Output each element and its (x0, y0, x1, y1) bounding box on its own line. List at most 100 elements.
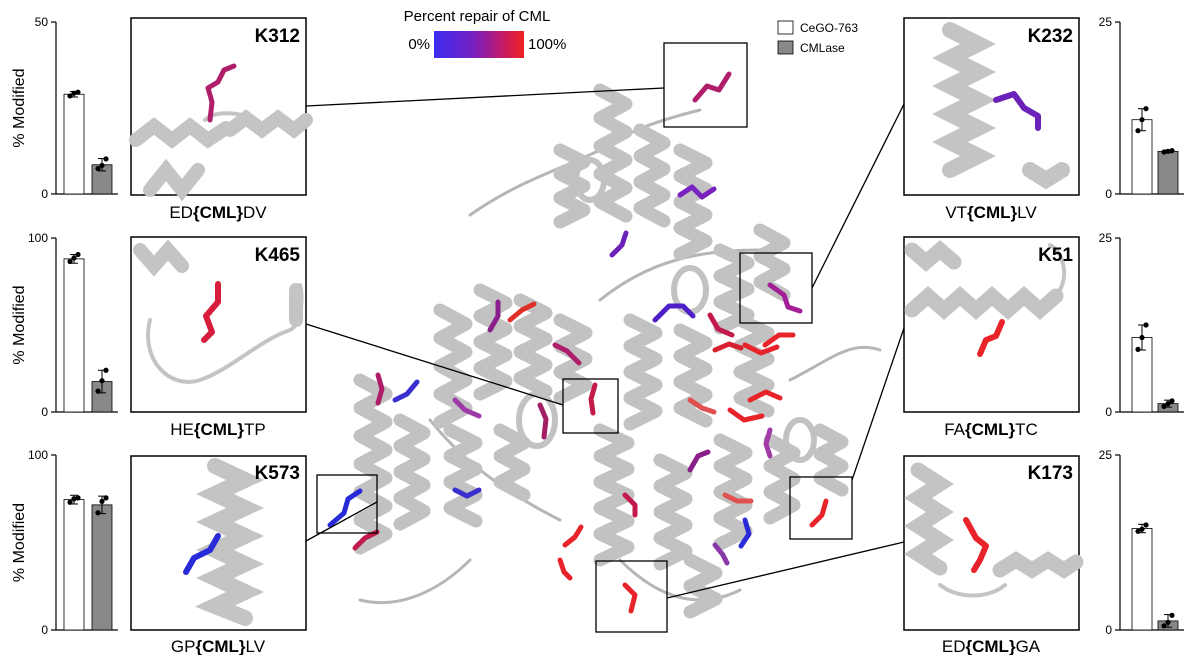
bar-cego-763 (63, 258, 85, 413)
data-point (95, 388, 101, 394)
peptide-sequence: FA{CML}TC (944, 420, 1038, 439)
lysine-sidechain (622, 492, 638, 518)
lysine-sidechain (392, 379, 420, 403)
lysine-sidechain (327, 488, 363, 528)
connector-line-k312 (305, 87, 665, 107)
lysine-sidechain (742, 342, 780, 356)
y-tick-label: 0 (1105, 623, 1112, 637)
lysine-sidechain (767, 282, 803, 314)
panel-frame (903, 236, 1080, 413)
y-tick-label: 25 (1099, 231, 1113, 245)
lysine-sidechain (738, 517, 752, 549)
lysine-sidechain (537, 402, 549, 440)
helix-ribbon (733, 313, 775, 418)
data-point (67, 93, 73, 99)
y-tick-label: 0 (1105, 405, 1112, 419)
peptide-sequence: ED{CML}GA (942, 637, 1041, 655)
y-tick-label: 0 (1105, 187, 1112, 201)
data-point (103, 495, 109, 501)
lysine-residues (327, 71, 829, 614)
bar-cmlase (91, 504, 113, 631)
residue-sidechain-k232 (993, 91, 1041, 131)
connector-line-k573 (305, 501, 378, 542)
data-point (1143, 106, 1149, 112)
lysine-sidechain (727, 407, 765, 423)
helix-ribbon (353, 373, 393, 555)
data-point (1135, 528, 1141, 534)
legend: CeGO-763 CMLase (777, 20, 858, 55)
data-point (95, 165, 101, 172)
panel-structure (129, 109, 313, 202)
helix-ribbon (129, 117, 233, 149)
lysine-sidechain (712, 542, 730, 566)
data-point (1139, 526, 1145, 532)
residue-label: K573 (255, 463, 300, 484)
lysine-sidechain (652, 303, 696, 323)
residue-sidechain-k465 (201, 281, 221, 343)
helix-ribbon (143, 158, 205, 202)
data-point (1143, 522, 1149, 528)
data-point (1165, 401, 1171, 407)
y-tick-label: 100 (28, 448, 48, 462)
bar-chart-k51: 0 25 (1099, 231, 1184, 419)
data-point (75, 251, 81, 258)
colorbar-max-label: 100% (528, 36, 566, 53)
helix-ribbon (813, 423, 849, 497)
helix-ribbon (673, 323, 713, 428)
helix-ribbon (493, 423, 531, 502)
helix-ribbon (683, 553, 723, 619)
peptide-sequence: ED{CML}DV (169, 203, 267, 222)
zoom-panel-k573: K573 GP{CML}LV (130, 455, 307, 655)
data-point (1161, 403, 1167, 410)
colorbar-min-label: 0% (408, 36, 430, 53)
data-point (75, 495, 81, 501)
residue-sidechain-k573 (183, 533, 221, 575)
colorbar-gradient (434, 31, 524, 58)
lysine-sidechain (352, 529, 380, 551)
helix-ribbon (904, 240, 962, 272)
protein-loop (938, 583, 1007, 598)
residue-sidechain-k51 (977, 319, 1005, 357)
highlight-box-k51 (789, 476, 853, 540)
lysine-sidechain (487, 299, 501, 333)
panel-frame (130, 236, 307, 413)
helix-ribbon (553, 143, 591, 229)
helix-ribbon (473, 283, 513, 401)
helix-ribbon (763, 433, 801, 525)
zoom-panel-k232: K232 VT{CML}LV (903, 17, 1080, 222)
colorbar: Percent repair of CML 0% 100% (404, 8, 566, 58)
lysine-sidechain (763, 427, 773, 459)
legend-swatch-cego (777, 20, 794, 35)
colorbar-title: Percent repair of CML (404, 8, 551, 25)
lysine-sidechain (722, 492, 754, 504)
data-point (1161, 149, 1167, 155)
residue-label: K173 (1028, 463, 1073, 484)
data-point (99, 498, 105, 504)
data-point (1139, 117, 1145, 123)
bar-cego-763 (1131, 528, 1153, 631)
helix-ribbon (904, 286, 1064, 320)
panel-frame (903, 17, 1080, 196)
data-point (99, 378, 105, 384)
y-tick-label: 0 (41, 405, 48, 419)
highlight-box-k173 (595, 560, 668, 633)
lysine-sidechain (562, 524, 584, 548)
lysine-sidechain (588, 382, 598, 416)
helix-end (573, 157, 607, 203)
legend-label-cmlase: CMLase (800, 41, 845, 55)
zoom-panel-k312: K312 ED{CML}DV (129, 17, 313, 222)
data-point (103, 156, 109, 162)
highlight-boxes (316, 42, 853, 633)
bar-cego-763 (63, 93, 85, 195)
highlight-box-k465 (562, 378, 619, 434)
residue-label: K51 (1038, 245, 1073, 266)
bar-chart-k312: 050% Modified (11, 15, 118, 201)
helix-ribbon (553, 313, 593, 405)
lysine-sidechain (452, 397, 482, 419)
protein-structure (353, 83, 882, 619)
lysine-sidechain (622, 582, 638, 614)
data-point (95, 510, 101, 516)
helix-ribbon (753, 223, 791, 302)
lysine-sidechain (552, 342, 582, 366)
